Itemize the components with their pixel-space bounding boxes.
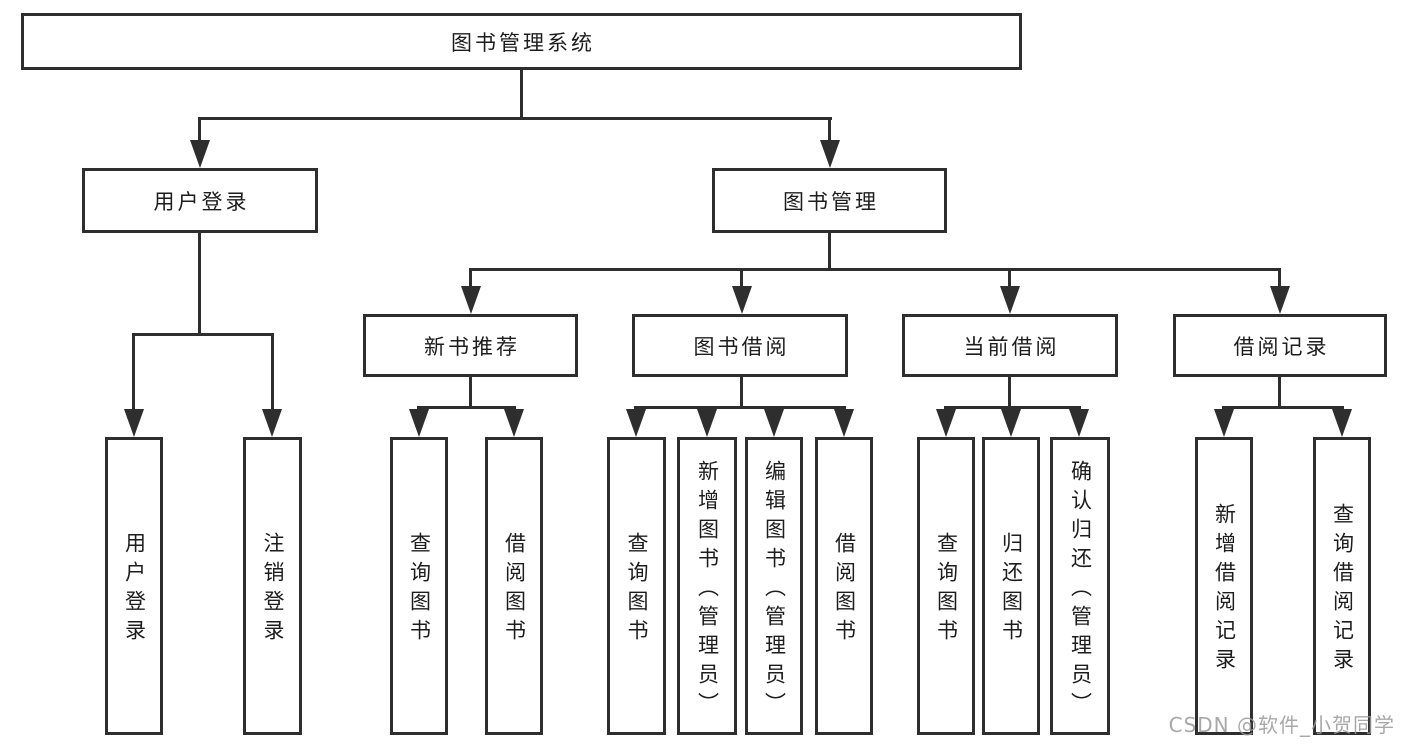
arrow-down-icon [1069,409,1089,437]
node-label: 查询图书 [625,532,649,648]
arrow-down-icon [1332,409,1352,437]
connector-line [132,333,135,409]
connector-line [828,117,831,143]
connector-line [469,268,1281,271]
arrow-down-icon [834,409,854,437]
node-current-borrowing: 当前借阅 [902,314,1118,377]
arrow-down-icon [461,286,481,314]
node-library-management-system: 图书管理系统 [21,13,1022,70]
connector-line [271,333,274,409]
connector-line [520,70,523,118]
leaf-records-add-record: 新增借阅记录 [1195,437,1253,735]
arrow-down-icon [626,409,646,437]
node-book-borrowing: 图书借阅 [632,314,848,377]
arrow-down-icon [936,409,956,437]
arrow-down-icon [1001,409,1021,437]
leaf-borrow-borrow-books: 借阅图书 [815,437,873,735]
leaf-records-query-record: 查询借阅记录 [1313,437,1371,735]
leaf-borrow-query-books: 查询图书 [607,437,666,735]
leaf-new-books-borrow-books: 借阅图书 [485,437,543,735]
node-label: 新增图书（管理员） [695,459,720,721]
node-borrowing-records: 借阅记录 [1173,314,1387,377]
node-label: 图书管理 [783,189,879,214]
leaf-current-query-books: 查询图书 [917,437,975,735]
connector-line [634,406,846,409]
leaf-current-return-books: 归还图书 [982,437,1040,735]
arrow-down-icon [1000,286,1020,314]
node-label: 新书推荐 [424,334,520,359]
arrow-down-icon [409,409,429,437]
connector-line [132,333,274,336]
connector-line [1008,377,1011,409]
arrow-down-icon [262,409,282,437]
node-label: 归还图书 [999,532,1024,648]
arrow-down-icon [504,409,524,437]
node-label: 查询图书 [407,532,432,648]
connector-line [198,233,201,336]
node-label: 确认归还（管理员） [1068,459,1093,721]
node-label: 当前借阅 [963,334,1060,359]
arrow-down-icon [820,140,840,168]
node-label: 借阅记录 [1233,334,1330,359]
node-user-login: 用户登录 [82,168,318,233]
watermark: CSDN @软件_小贺同学 [1168,713,1395,737]
connector-line [740,268,743,288]
connector-line [469,377,472,409]
connector-line [1008,268,1011,288]
node-label: 查询借阅记录 [1330,503,1355,677]
leaf-user-login: 用户登录 [105,437,163,735]
connector-line [417,406,516,409]
connector-line [198,117,201,143]
connector-line [740,377,743,409]
connector-line [828,233,831,271]
node-label: 查询图书 [934,532,959,648]
node-label: 注销登录 [261,532,285,648]
node-label: 图书借阅 [693,334,790,359]
leaf-borrow-edit-books-admin: 编辑图书（管理员） [745,437,803,735]
node-new-book-recommendation: 新书推荐 [363,314,578,377]
arrow-down-icon [764,409,784,437]
node-book-management: 图书管理 [712,168,947,233]
node-label: 新增借阅记录 [1212,503,1237,677]
connector-line [1278,268,1281,288]
node-label: 借阅图书 [502,532,527,648]
leaf-current-confirm-return-admin: 确认归还（管理员） [1050,437,1110,735]
leaf-logout: 注销登录 [243,437,302,735]
connector-line [1222,406,1344,409]
arrow-down-icon [732,286,752,314]
leaf-borrow-add-books-admin: 新增图书（管理员） [677,437,737,735]
node-label: 借阅图书 [832,532,857,648]
node-label: 编辑图书（管理员） [762,459,787,721]
arrow-down-icon [124,409,144,437]
connector-line [198,117,832,120]
arrow-down-icon [697,409,717,437]
arrow-down-icon [1270,286,1290,314]
connector-line [1278,377,1281,409]
arrow-down-icon [190,140,210,168]
connector-line [469,268,472,288]
leaf-new-books-query-books: 查询图书 [390,437,448,735]
connector-line [944,406,1081,409]
node-label: 用户登录 [122,532,147,648]
node-label: 图书管理系统 [451,30,595,55]
arrow-down-icon [1214,409,1234,437]
node-label: 用户登录 [153,189,250,214]
